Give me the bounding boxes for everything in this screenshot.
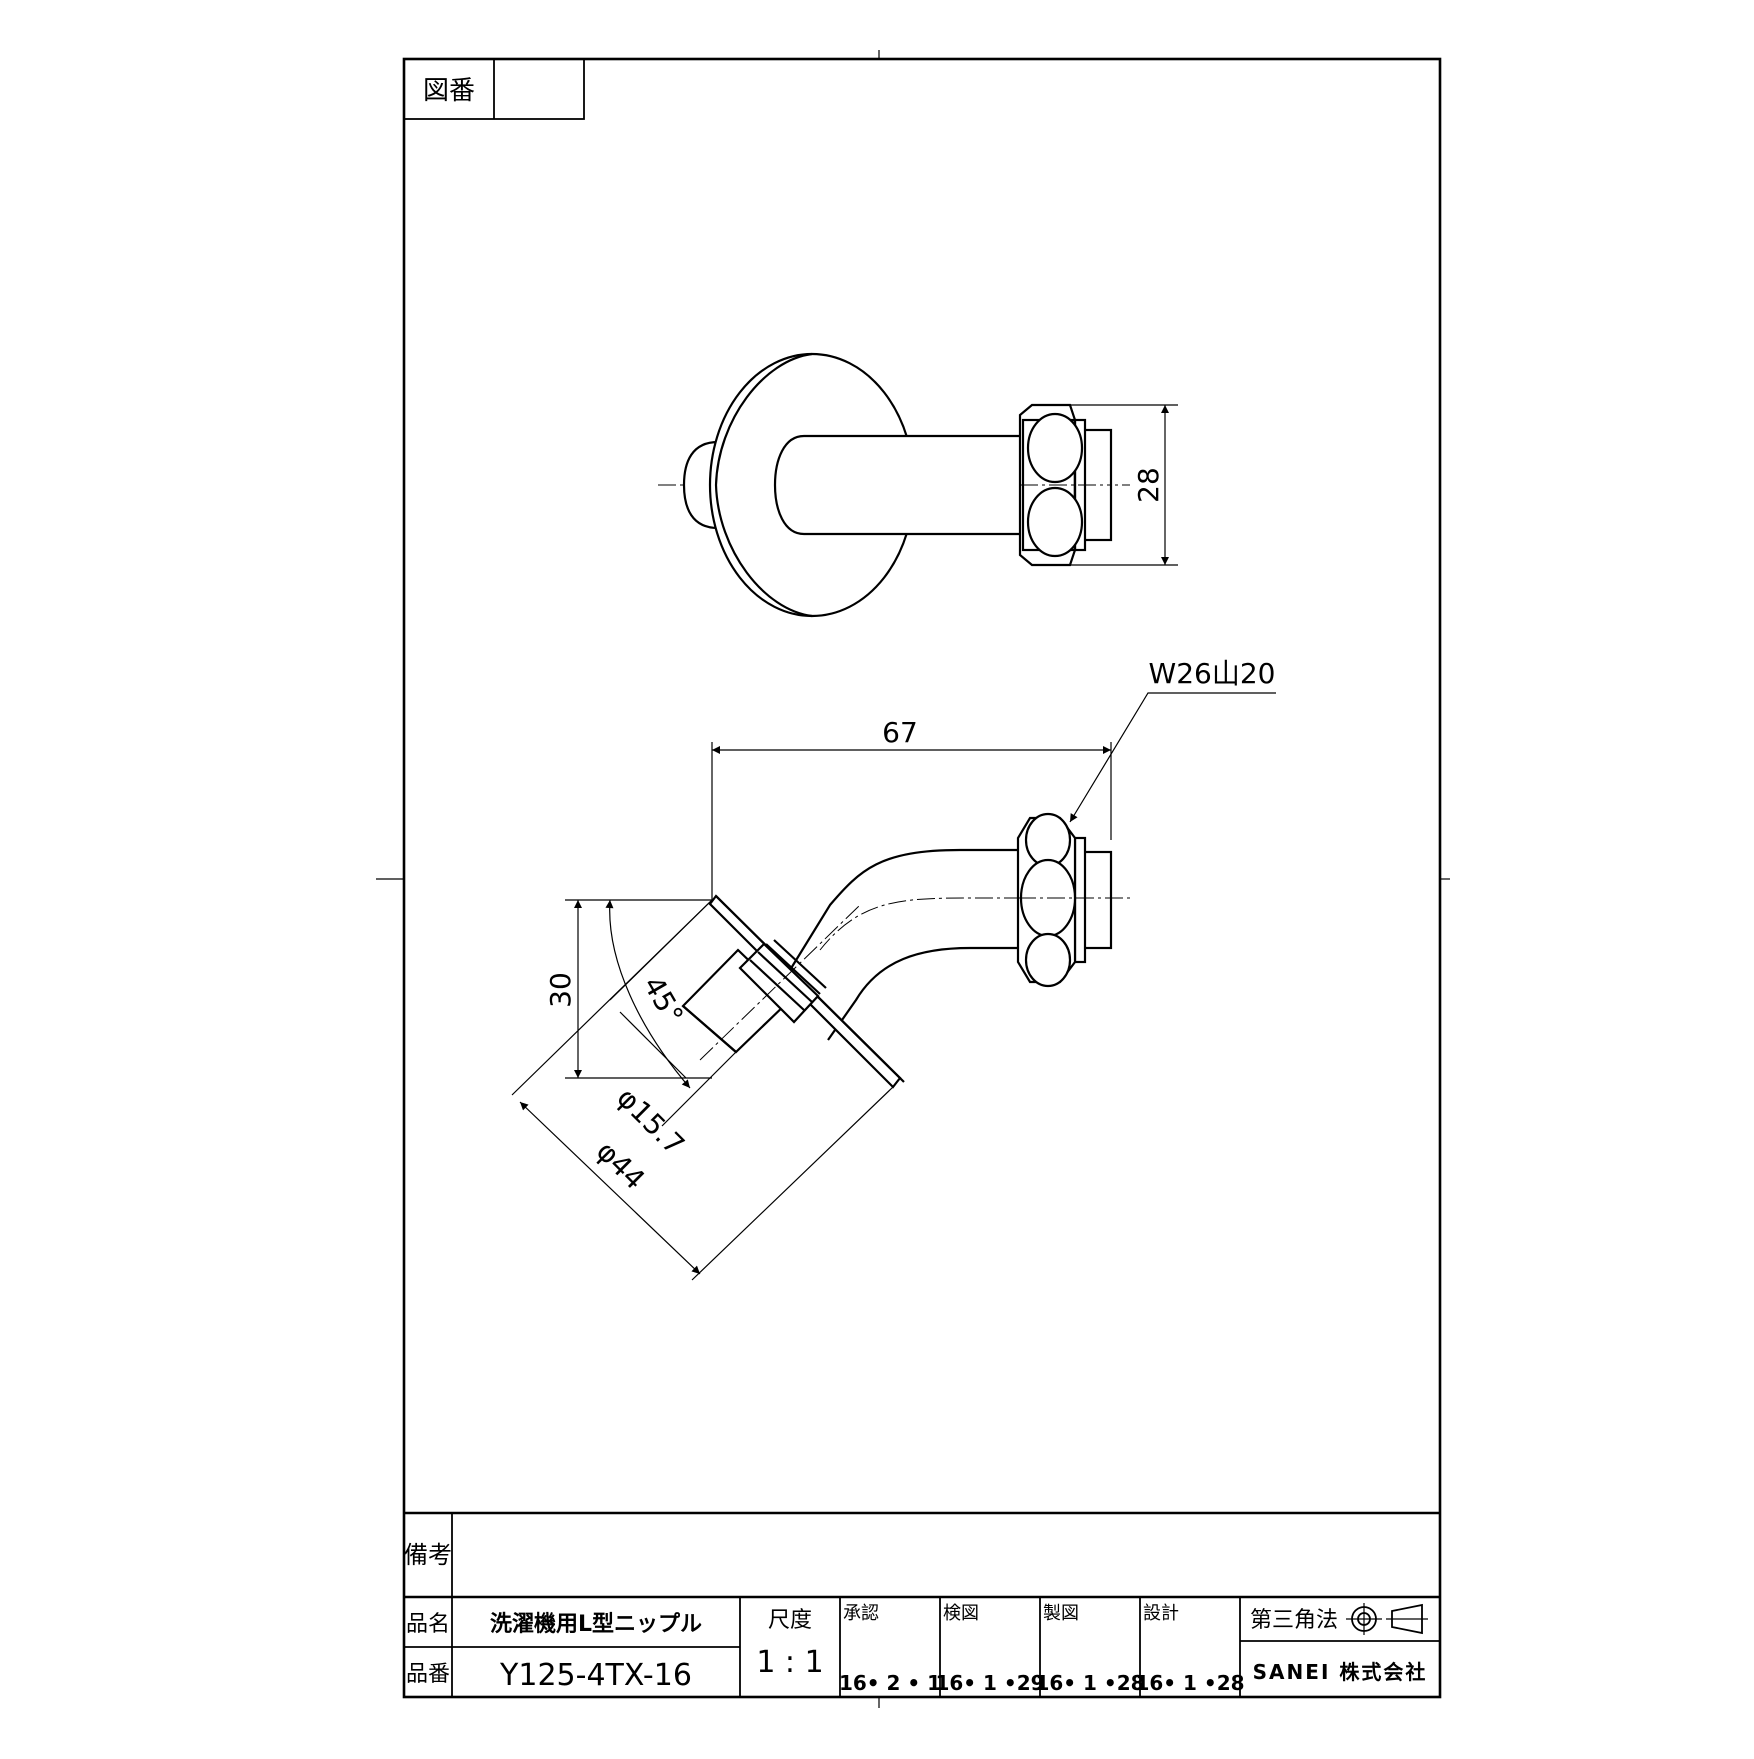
design-date: 16• 1 •28	[1135, 1671, 1244, 1695]
nut-recess-upper	[1026, 412, 1084, 484]
product-name: 洗濯機用L型ニップル	[490, 1612, 702, 1637]
dim-dia-large: φ44	[590, 1134, 652, 1196]
dim-thread: W26山20	[1149, 657, 1276, 690]
remarks-label: 備考	[404, 1541, 452, 1569]
product-number-label: 品番	[406, 1662, 450, 1687]
bent-pipe-outer	[789, 848, 1022, 971]
drafting-date: 16• 1 •28	[1035, 1671, 1144, 1695]
approval-label: 承認	[843, 1603, 879, 1624]
product-number: Y125-4TX-16	[499, 1658, 692, 1693]
dim-angle: 45°	[637, 971, 690, 1030]
dim-height-top: 28	[1132, 467, 1165, 503]
approval-date: 16• 2 • 1	[839, 1671, 941, 1695]
drawing-number-box: 図番	[403, 58, 585, 120]
scale-label: 尺度	[768, 1608, 812, 1633]
dim-offset: 30	[544, 972, 577, 1008]
product-name-label: 品名	[406, 1612, 450, 1637]
bent-pipe-inner	[827, 946, 1022, 1041]
nut-recess-lower	[1026, 486, 1084, 558]
projection-symbol-icon	[1346, 1603, 1428, 1635]
title-block: 備考 品名 洗濯機用L型ニップル 品番 Y125-4TX-16 尺度 1 : 1…	[404, 1511, 1440, 1697]
front-view: W26山20 67 30	[511, 657, 1276, 1281]
drafting-label: 製図	[1043, 1603, 1079, 1624]
inspection-label: 検図	[943, 1603, 979, 1624]
dim-length: 67	[882, 716, 918, 749]
pipe-body	[773, 434, 1022, 536]
thread-leader	[1069, 692, 1276, 823]
drawing-number-label: 図番	[423, 76, 475, 106]
company-name: SANEI 株式会社	[1253, 1660, 1428, 1684]
outer-frame	[402, 57, 1442, 1699]
center-marks	[376, 50, 1450, 1708]
top-view: 28	[658, 352, 1178, 618]
inspection-date: 16• 1 •29	[935, 1671, 1044, 1695]
projection-label: 第三角法	[1250, 1608, 1338, 1633]
design-label: 設計	[1143, 1603, 1179, 1624]
scale-value: 1 : 1	[756, 1645, 823, 1680]
angle-arc	[605, 899, 691, 1089]
back-boss	[682, 440, 719, 530]
